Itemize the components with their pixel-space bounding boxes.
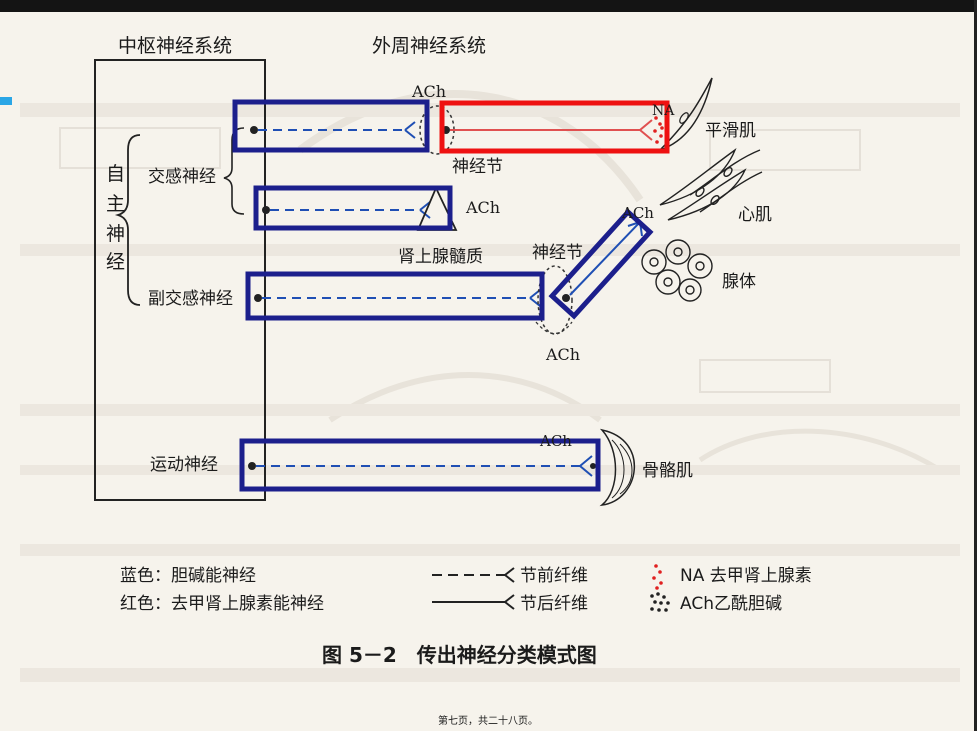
ach-label-heart: ACh bbox=[621, 204, 654, 222]
right-edge bbox=[974, 0, 977, 731]
sympathetic-pathway-adrenal bbox=[262, 185, 458, 231]
ach-label-ganglion-1: ACh bbox=[411, 82, 446, 101]
highlight-postganglionic-smooth bbox=[439, 100, 670, 154]
slide-marker bbox=[0, 97, 12, 105]
skeletal-muscle-label: 骨骼肌 bbox=[642, 461, 693, 481]
autonomic-char-1: 自 bbox=[106, 163, 125, 185]
background-print bbox=[20, 90, 960, 682]
highlight-preganglionic-smooth bbox=[232, 99, 430, 153]
ach-label-skeletal: ACh bbox=[539, 432, 572, 450]
cns-heading: 中枢神经系统 bbox=[118, 35, 232, 57]
smooth-muscle-label: 平滑肌 bbox=[705, 121, 756, 141]
na-dots-icon bbox=[652, 564, 663, 590]
highlight-adrenal-pathway bbox=[253, 185, 453, 231]
legend-pre-symbol bbox=[432, 567, 515, 583]
top-bar bbox=[0, 0, 977, 12]
page-footer: 第七页，共二十八页。 bbox=[438, 714, 538, 727]
autonomic-brace bbox=[114, 134, 141, 306]
ach-label-ganglion-2: ACh bbox=[545, 345, 580, 364]
sympathetic-label: 交感神经 bbox=[148, 167, 216, 187]
somatic-label: 运动神经 bbox=[150, 455, 218, 475]
highlight-parasympathetic-pre bbox=[245, 271, 545, 321]
gland-cells bbox=[641, 239, 713, 302]
legend-post-symbol bbox=[432, 594, 515, 610]
autonomic-char-4: 经 bbox=[106, 251, 125, 273]
highlight-parasympathetic-post bbox=[548, 208, 654, 320]
ganglion-label-2: 神经节 bbox=[532, 243, 583, 263]
somatic-pathway bbox=[248, 428, 636, 507]
legend-blue: 蓝色：胆碱能神经 bbox=[120, 566, 256, 586]
ach-label-adrenal: ACh bbox=[465, 198, 500, 217]
na-label: NA bbox=[652, 103, 675, 119]
legend-pre: 节前纤维 bbox=[520, 566, 588, 586]
cns-boundary bbox=[94, 59, 266, 501]
cardiac-muscle-cells bbox=[659, 148, 763, 221]
legend-na: NA 去甲肾上腺素 bbox=[680, 566, 812, 586]
parasympathetic-label: 副交感神经 bbox=[148, 289, 233, 309]
gland-label: 腺体 bbox=[722, 272, 756, 292]
ganglion-label-1: 神经节 bbox=[452, 157, 503, 177]
cardiac-muscle-label: 心肌 bbox=[738, 205, 772, 225]
legend-red: 红色：去甲肾上腺素能神经 bbox=[120, 594, 324, 614]
adrenal-medulla-label: 肾上腺髓质 bbox=[398, 247, 483, 267]
legend-post: 节后纤维 bbox=[520, 594, 588, 614]
highlight-somatic-pathway bbox=[239, 438, 601, 492]
legend-ach: ACh乙酰胆碱 bbox=[680, 594, 782, 614]
autonomic-char-3: 神 bbox=[106, 223, 125, 245]
ach-dots-icon bbox=[650, 592, 670, 612]
figure-caption: 图 5－2 传出神经分类模式图 bbox=[322, 643, 597, 667]
pns-heading: 外周神经系统 bbox=[372, 35, 486, 57]
autonomic-char-2: 主 bbox=[106, 193, 125, 215]
